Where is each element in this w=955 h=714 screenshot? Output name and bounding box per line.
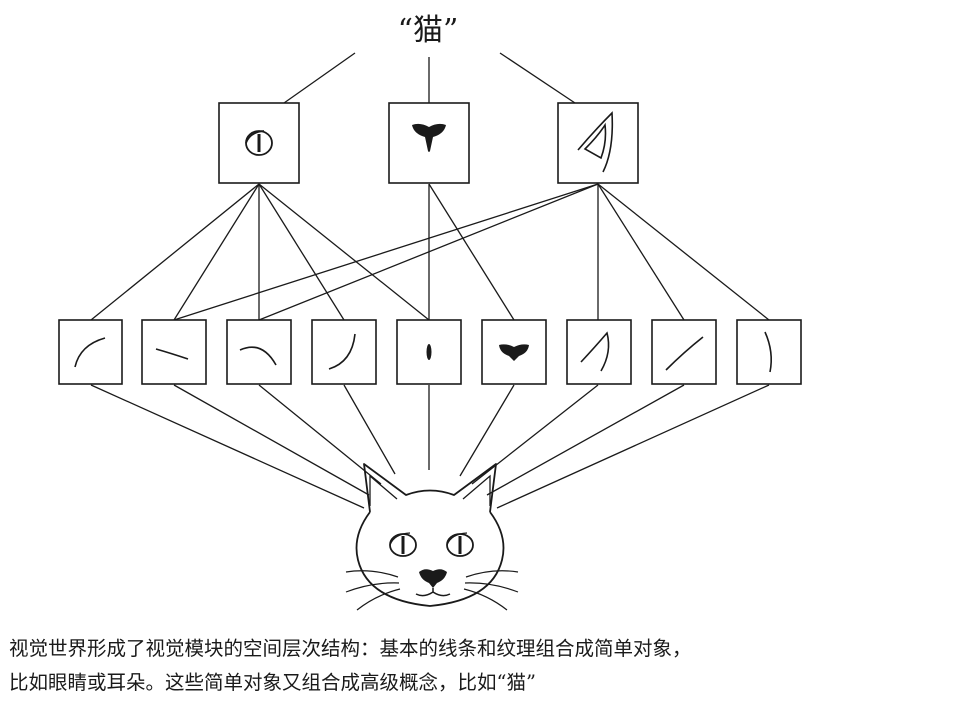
vertical-curve-icon: [764, 331, 772, 373]
diagram-title: “猫”: [398, 13, 459, 48]
cat-left-eye: [389, 532, 417, 557]
primitive-box-7: [566, 319, 632, 385]
primitive-box-2: [141, 319, 207, 385]
cat-whiskers: [345, 570, 519, 611]
ear-tip-icon: [580, 331, 610, 372]
cat-eye-icon: [245, 130, 273, 156]
top-feature-eye: [218, 102, 300, 184]
cat-right-eye: [446, 532, 474, 557]
nose-blob-icon: [499, 344, 529, 361]
primitive-box-1: [58, 319, 123, 385]
bent-curve-icon: [328, 333, 356, 370]
arch-curve-icon: [239, 346, 277, 366]
cat-ear-icon: [577, 111, 614, 173]
caption-line-1: 视觉世界形成了视觉模块的空间层次结构：基本的线条和纹理组合成简单对象，: [9, 637, 692, 660]
primitive-box-3: [226, 319, 292, 385]
top-feature-ear: [557, 102, 639, 184]
primitive-box-4: [311, 319, 377, 385]
diagonal-line-icon: [665, 336, 704, 371]
oval-dot-icon: [426, 344, 432, 360]
caption-line-2: 比如眼睛或耳朵。这些简单对象又组合成高级概念，比如“猫”: [9, 671, 536, 694]
top-feature-nose: [388, 102, 470, 184]
hierarchy-diagram: “猫”: [58, 13, 802, 611]
cat-nose-icon: [412, 123, 446, 152]
cat-face: [345, 463, 519, 611]
primitive-row: [58, 319, 802, 385]
primitive-connectors: [90, 384, 770, 509]
arc-curve-icon: [74, 337, 106, 368]
cat-face-nose: [419, 569, 447, 588]
figure-caption: 视觉世界形成了视觉模块的空间层次结构：基本的线条和纹理组合成简单对象， 比如眼睛…: [9, 632, 949, 700]
slope-line-icon: [155, 348, 189, 360]
primitive-glyphs: [74, 331, 772, 373]
title-connectors: [283, 52, 576, 104]
feature-connectors: [90, 183, 770, 321]
primitive-box-9: [736, 319, 802, 385]
